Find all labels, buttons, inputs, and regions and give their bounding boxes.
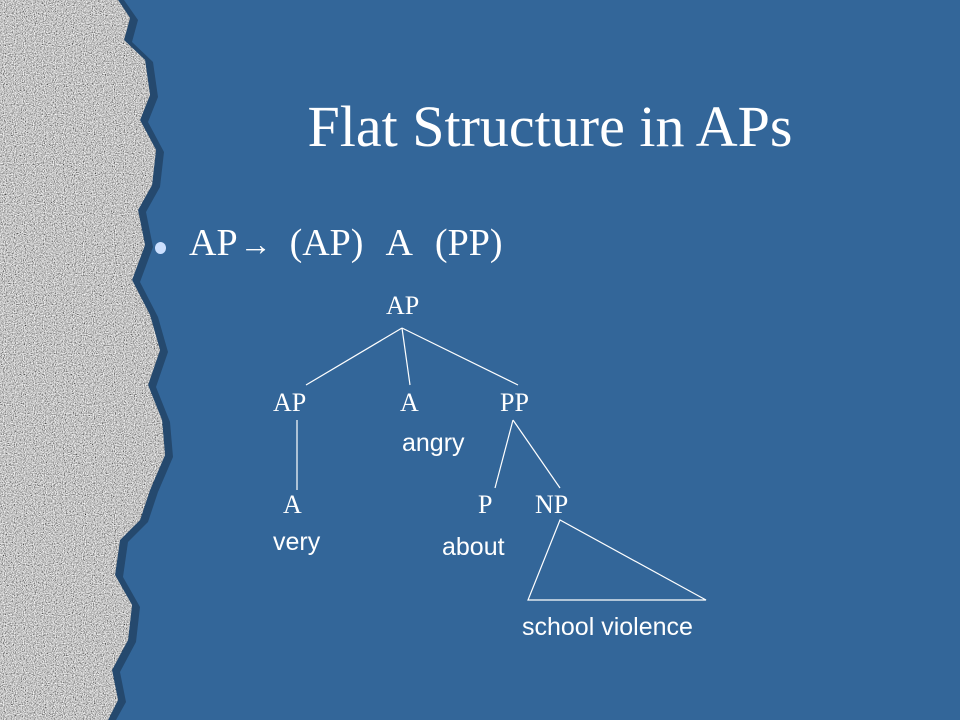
branch-pp-np xyxy=(512,419,561,489)
branch-root-pp xyxy=(401,327,519,386)
rule-rhs-ap: (AP) xyxy=(289,222,364,264)
tree-node-a: A xyxy=(400,388,419,417)
stone-texture-border xyxy=(0,0,173,720)
tree-node-np: NP xyxy=(535,490,569,519)
tree-node-ap: AP xyxy=(273,388,307,417)
branch-pp-p xyxy=(494,419,514,489)
rule-lhs: AP xyxy=(189,222,238,264)
tree-node-root-ap: AP xyxy=(386,291,420,320)
bullet-dot-icon xyxy=(155,242,166,254)
branch-root-ap xyxy=(305,327,403,386)
tree-word-angry: angry xyxy=(402,429,465,457)
slide-title: Flat Structure in APs xyxy=(307,94,793,159)
tree-word-very: very xyxy=(273,528,321,556)
rule-rhs-pp: (PP) xyxy=(434,222,503,264)
tree-word-school-violence: school violence xyxy=(522,613,693,641)
branch-root-a xyxy=(401,327,411,386)
tree-node-p: P xyxy=(478,490,493,519)
right-arrow-icon: → xyxy=(239,226,272,262)
phrase-structure-rule: AP→ (AP) A (PP) xyxy=(189,218,503,269)
rule-rhs-a: A xyxy=(385,222,413,264)
np-triangle xyxy=(527,519,707,601)
tree-node-pp: PP xyxy=(500,388,529,417)
tree-word-about: about xyxy=(442,533,505,561)
tree-node-ap-a: A xyxy=(283,490,302,519)
